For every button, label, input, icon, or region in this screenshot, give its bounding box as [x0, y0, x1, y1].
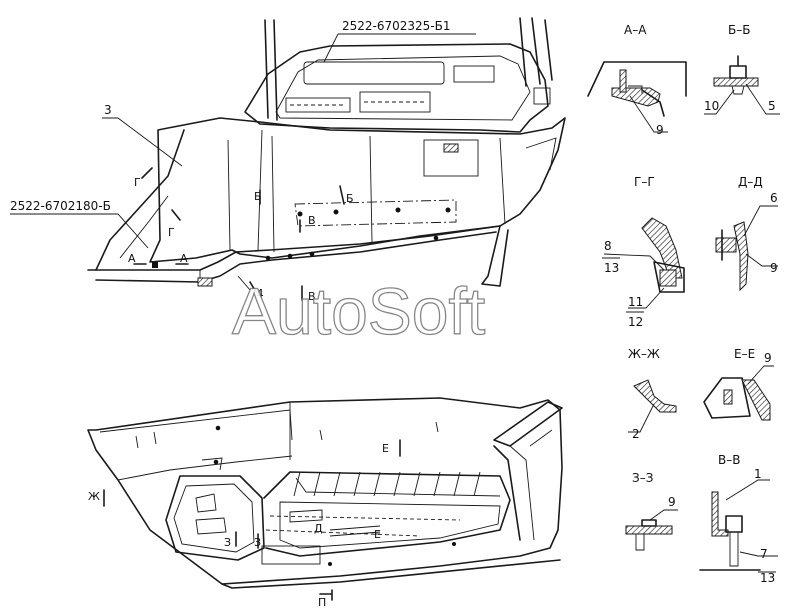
part-number-top: 2522-6702325-Б1	[342, 19, 451, 33]
cut-label-b2: Б	[346, 192, 354, 205]
plan-view	[87, 397, 563, 601]
cut-label-zh: Ж	[88, 490, 100, 503]
section-b-b	[704, 55, 780, 115]
cut-label-d: Д	[314, 522, 323, 535]
position-4: 4	[256, 287, 264, 301]
section-e-e	[703, 365, 774, 421]
position-9-d: 9	[770, 261, 778, 275]
cut-label-g2: Г	[168, 226, 175, 239]
section-a-a	[587, 61, 687, 133]
side-view	[87, 17, 566, 301]
section-title-v-v: В–В	[718, 453, 740, 467]
part-number-left: 2522-6702180-Б	[10, 199, 111, 213]
position-3: 3	[104, 103, 112, 117]
section-title-d-d: Д–Д	[738, 175, 763, 189]
section-z-z	[625, 509, 678, 551]
position-2: 2	[632, 427, 640, 441]
cut-label-v1: В	[308, 214, 316, 227]
section-g-g	[603, 217, 685, 309]
cut-label-z1: З	[224, 536, 231, 549]
position-9-z: 9	[668, 495, 676, 509]
position-1: 1	[754, 467, 762, 481]
section-title-e-e: Е–Е	[734, 347, 755, 361]
section-zh-zh	[628, 379, 677, 433]
position-10: 10	[704, 99, 719, 113]
position-11: 11	[628, 295, 643, 309]
cut-label-v2: В	[308, 290, 316, 303]
section-title-g-g: Г–Г	[634, 175, 655, 189]
position-9-e: 9	[764, 351, 772, 365]
section-title-z-z: З–З	[632, 471, 653, 485]
position-8: 8	[604, 239, 612, 253]
position-6: 6	[770, 191, 778, 205]
cut-label-a1: А	[128, 252, 136, 265]
cut-label-z2: З	[254, 536, 261, 549]
position-12: 12	[628, 315, 643, 329]
position-13-g: 13	[604, 261, 619, 275]
watermark: AutoSoft	[232, 274, 485, 348]
leader-lines-top	[10, 33, 476, 291]
section-v-v	[699, 479, 778, 573]
cut-label-a2: А	[180, 252, 188, 265]
section-title-b-b: Б–Б	[728, 23, 750, 37]
cut-label-e2: Е	[374, 528, 381, 541]
position-5: 5	[768, 99, 776, 113]
section-title-a-a: А–А	[624, 23, 647, 37]
section-title-zh-zh: Ж–Ж	[628, 347, 660, 361]
section-d-d	[715, 205, 778, 292]
cut-label-p: П	[318, 596, 326, 608]
cut-label-e1: Е	[382, 442, 389, 455]
cut-label-b1: Б	[254, 190, 262, 203]
position-9-a: 9	[656, 123, 664, 137]
position-7: 7	[760, 547, 768, 561]
position-13-v: 13	[760, 571, 775, 585]
cut-label-g1: Г	[134, 176, 141, 189]
